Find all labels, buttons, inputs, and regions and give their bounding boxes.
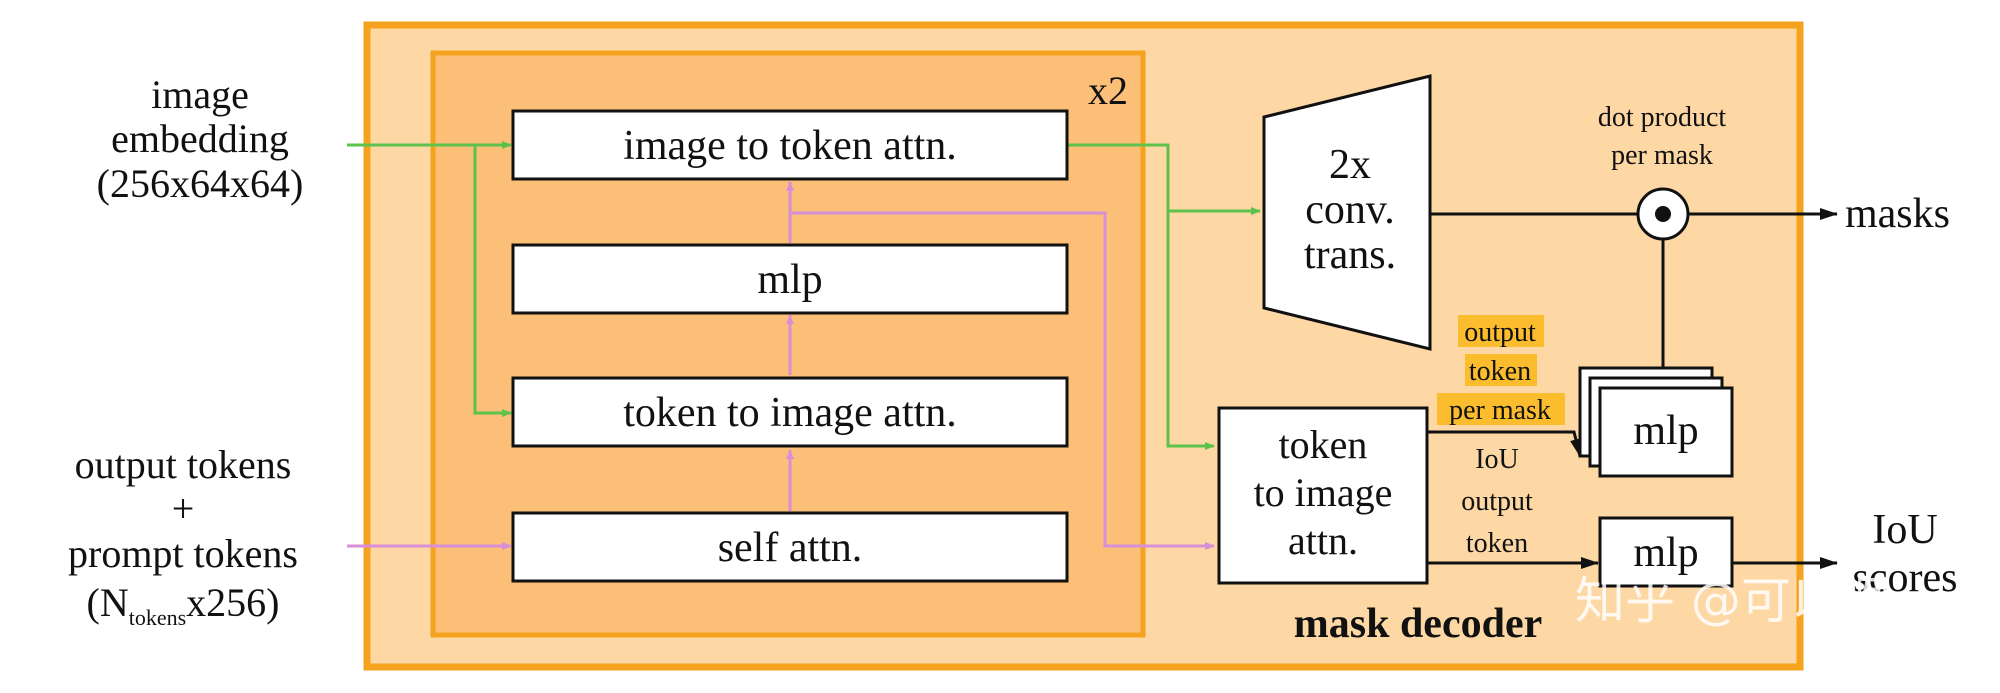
masks-output-label: masks: [1845, 191, 1950, 237]
mask-token-arrow: [1427, 430, 1582, 457]
output-token-line-3: per mask: [1449, 395, 1551, 426]
iou-token-line-1: IoU: [1475, 444, 1519, 475]
final-attn-line-2: to image: [1254, 470, 1393, 515]
conv-trans-box: [1262, 74, 1432, 351]
image-embedding-line-2: embedding: [111, 116, 289, 161]
output-tokens-label: output tokens + prompt tokens (Ntokensx2…: [68, 442, 298, 630]
token-arrows: [347, 181, 1215, 550]
dot-product-label-2: per mask: [1611, 140, 1713, 171]
mask-mlp-label: mlp: [1633, 408, 1698, 454]
tokens-shape-open: (N: [87, 580, 129, 625]
conv-trans-line-2: conv.: [1305, 187, 1394, 233]
iou-scores-line-1: IoU: [1872, 507, 1937, 553]
mask-mlp-stack: [1578, 366, 1734, 478]
mlp-box: [511, 243, 1069, 315]
image-to-token-attn-label: image to token attn.: [623, 123, 957, 169]
image-embedding-label: image embedding (256x64x64): [97, 72, 304, 206]
iou-scores-line-2: scores: [1853, 555, 1958, 601]
self-attn-label: self attn.: [718, 525, 863, 571]
mask-mlp-box: [1598, 386, 1734, 478]
final-attn-line-1: token: [1279, 422, 1368, 467]
dot-product-label-1: dot product: [1598, 102, 1727, 133]
output-tokens-line-2: +: [172, 486, 195, 531]
output-token-highlight-2: [1465, 354, 1537, 386]
token-to-image-attn-label: token to image attn.: [623, 390, 957, 436]
output-token-line-2: token: [1469, 356, 1531, 387]
iou-mlp-box: [1598, 516, 1734, 588]
green-arrow-to-conv-trans: [1067, 143, 1261, 215]
image-embedding-line-3: (256x64x64): [97, 161, 304, 206]
output-token-highlight-3: [1437, 393, 1565, 425]
green-arrow-to-token-to-image: [473, 145, 512, 417]
final-token-to-image-box: [1217, 406, 1429, 585]
image-embedding-line-1: image: [151, 72, 249, 117]
conv-trans-line-1: 2x: [1329, 142, 1371, 188]
conv-trans-line-3: trans.: [1304, 232, 1396, 278]
output-token-label: output token per mask: [1437, 315, 1565, 426]
output-token-line-1: output: [1464, 317, 1536, 348]
pink-arrow-to-final-attn: [790, 211, 1215, 550]
dot-product-center: [1655, 206, 1671, 222]
output-tokens-line-1: output tokens: [75, 442, 292, 487]
iou-token-line-3: token: [1466, 528, 1528, 559]
iou-mlp-label: mlp: [1633, 530, 1698, 576]
output-tokens-line-3: prompt tokens: [68, 531, 298, 576]
tokens-shape-sub: tokens: [129, 605, 186, 630]
token-to-image-attn-box: [511, 376, 1069, 448]
watermark: 知乎 @可以啊: [1575, 572, 1891, 630]
tokens-shape-line: (Ntokensx256): [87, 580, 280, 630]
tokens-shape-close: x256): [186, 580, 279, 625]
image-embedding-arrows: [347, 141, 1261, 450]
final-attn-line-3: attn.: [1288, 518, 1358, 563]
inner-blocks: [511, 109, 1069, 583]
self-attn-box: [511, 511, 1069, 583]
mask-decoder-title: mask decoder: [1294, 601, 1542, 647]
mlp-label: mlp: [757, 257, 822, 303]
green-arrow-to-final-attn: [1166, 211, 1215, 450]
output-token-highlight-1: [1458, 315, 1544, 347]
repeat-label: x2: [1088, 68, 1128, 113]
image-to-token-attn-box: [511, 109, 1069, 181]
iou-token-line-2: output: [1461, 486, 1533, 517]
